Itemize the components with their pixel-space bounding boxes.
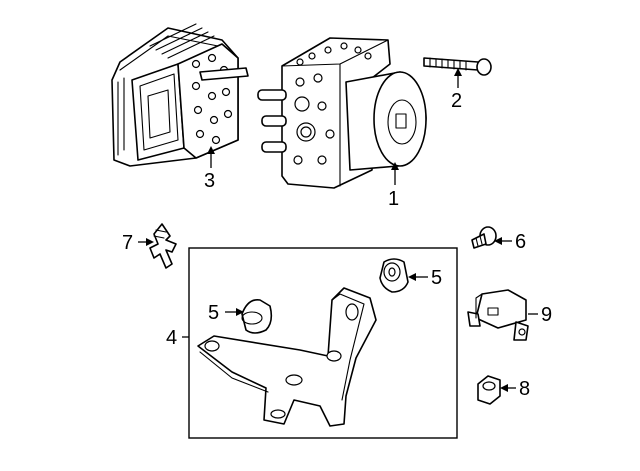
abs-control-module[interactable] (111, 23, 249, 167)
insulator-left[interactable] (241, 298, 273, 334)
callout-7: 7 (122, 232, 133, 254)
callout-9: 9 (541, 304, 552, 326)
callout-6: 6 (515, 231, 526, 253)
callout-2: 2 (451, 90, 462, 112)
callout-1: 1 (388, 188, 399, 210)
stud[interactable] (149, 223, 177, 269)
callout-5-left: 5 (208, 302, 219, 324)
bolt[interactable] (423, 57, 492, 76)
small-bolt[interactable] (471, 226, 497, 249)
yaw-rate-sensor[interactable] (467, 289, 529, 341)
callout-3: 3 (204, 170, 215, 192)
insulator-right[interactable] (379, 258, 409, 293)
callout-8: 8 (519, 378, 530, 400)
mounting-bracket[interactable] (197, 287, 377, 427)
callout-4: 4 (166, 327, 177, 349)
callout-5-right: 5 (431, 267, 442, 289)
abs-modulator-assembly[interactable] (257, 37, 427, 189)
hex-nut[interactable] (477, 375, 501, 405)
bracket-group-frame (188, 247, 458, 439)
